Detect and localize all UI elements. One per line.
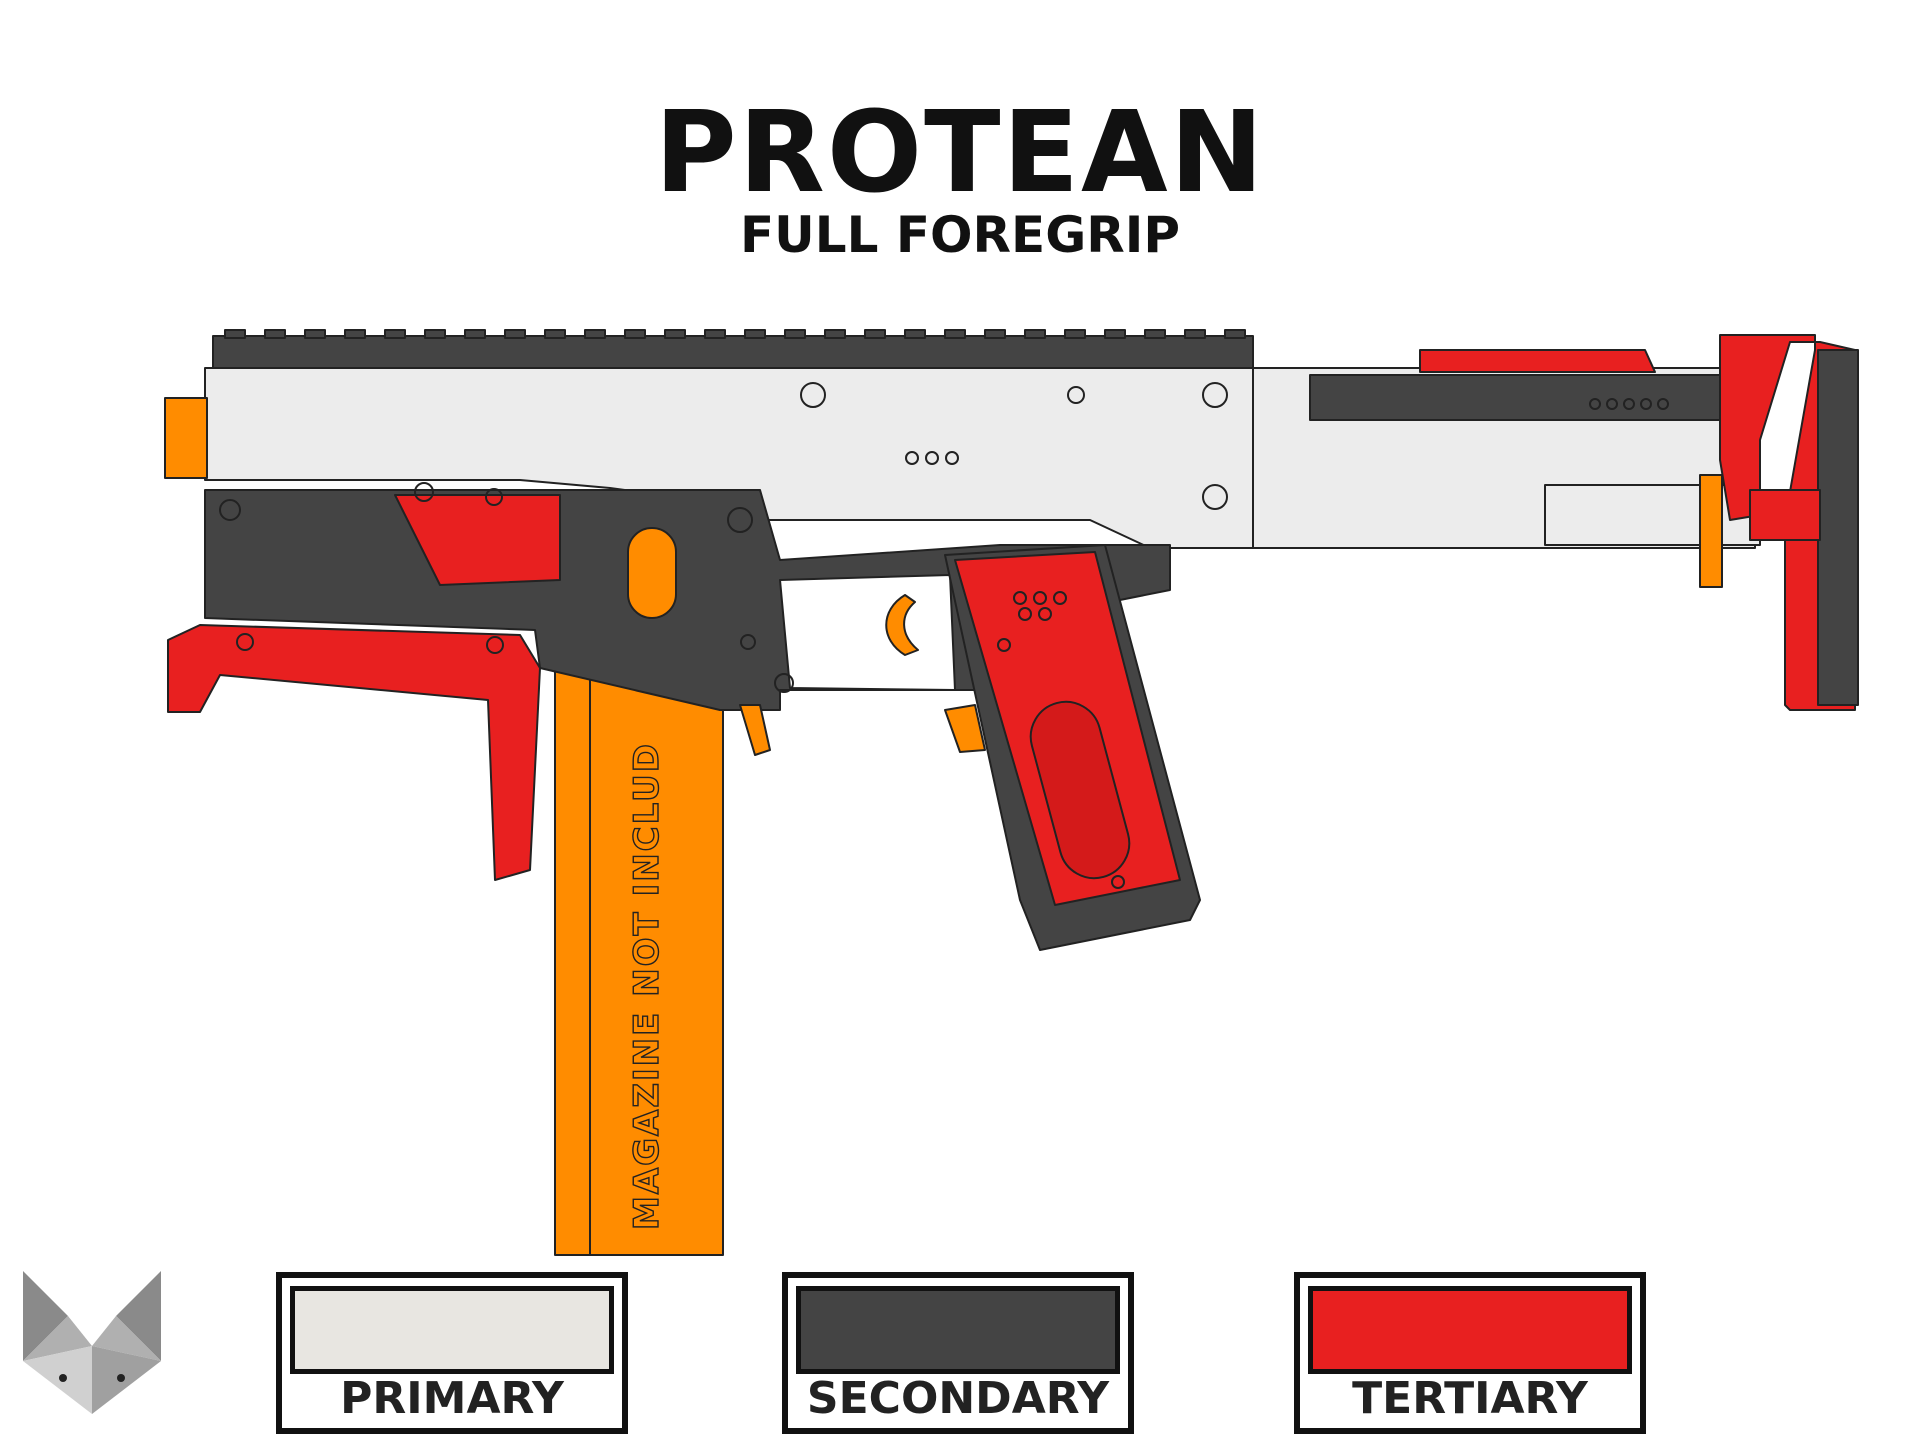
magazine	[554, 649, 724, 1256]
swatch-secondary-label: SECONDARY	[806, 1373, 1110, 1424]
stock-tube-stripe	[1309, 374, 1721, 421]
top-slide-grip	[1419, 349, 1656, 373]
top-rail	[212, 329, 1254, 369]
swatch-tertiary: TERTIARY	[1294, 1272, 1646, 1434]
trigger-guard	[779, 574, 956, 691]
swatch-primary: PRIMARY	[276, 1272, 628, 1434]
swatch-primary-label: PRIMARY	[340, 1373, 564, 1424]
swatch-secondary: SECONDARY	[782, 1272, 1134, 1434]
stock-pin	[1699, 474, 1723, 588]
page-title: PROTEAN	[654, 88, 1266, 218]
stock-lock	[1749, 489, 1821, 541]
foregrip	[167, 624, 541, 881]
swatch-tertiary-color	[1308, 1286, 1632, 1374]
charging-handle	[394, 494, 561, 586]
page-subtitle: FULL FOREGRIP	[740, 206, 1180, 264]
swatch-tertiary-label: TERTIARY	[1352, 1373, 1588, 1424]
magazine-note: MAGAZINE NOT INCLUDED	[627, 740, 667, 1230]
fox-head-logo-icon	[23, 1271, 161, 1414]
magazine-label: MAGAZINE NOT INCLUDED	[626, 740, 667, 1231]
swatch-primary-color	[290, 1286, 614, 1374]
mag-release	[739, 704, 771, 756]
trigger	[885, 594, 919, 656]
safety-lever	[944, 704, 986, 753]
barrel-tip	[164, 397, 208, 479]
side-port	[627, 527, 677, 619]
swatch-secondary-color	[796, 1286, 1120, 1374]
stock-pad	[1817, 349, 1859, 706]
